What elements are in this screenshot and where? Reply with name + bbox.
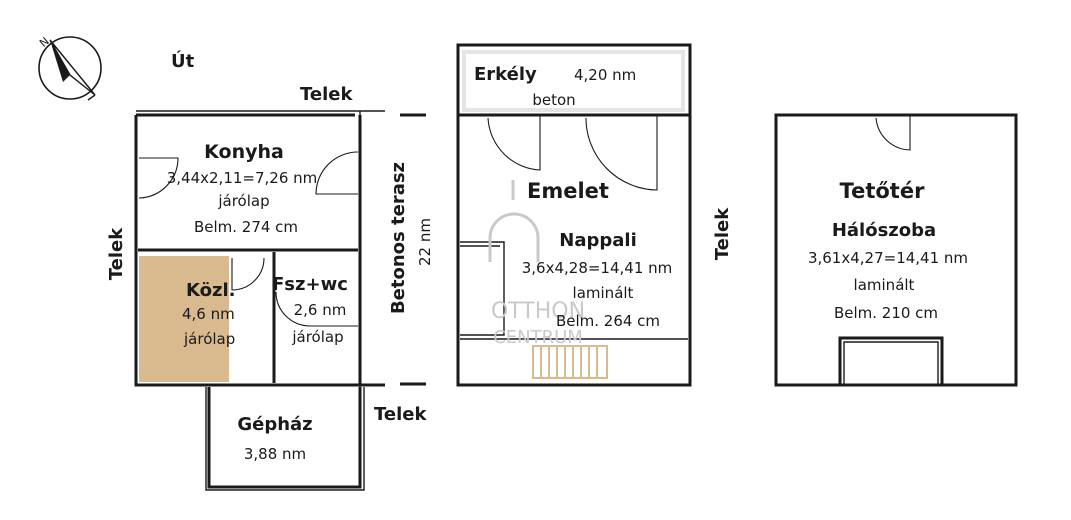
attic-title: Tetőtér <box>840 179 926 203</box>
attic-plan: Tetőtér Hálószoba 3,61x4,27=14,41 nm lam… <box>774 113 1018 387</box>
ground-floor-plan: Konyha 3,44x2,11=7,26 nm járólap Belm. 2… <box>134 110 434 491</box>
plot-label-left: Telek <box>106 227 127 280</box>
bedroom-height: Belm. 210 cm <box>834 304 938 322</box>
attic-door-arc <box>875 115 911 151</box>
machine-room-outline <box>205 387 365 491</box>
balcony-inner <box>466 54 681 108</box>
hall-area: 4,6 nm <box>182 305 235 323</box>
hall-door-arc <box>231 257 265 291</box>
machine-room-walls <box>207 387 362 489</box>
plot-label-right: Telek <box>712 207 733 260</box>
living-floor: laminált <box>573 284 634 302</box>
bedroom-name: Hálószoba <box>832 220 936 241</box>
balcony-walls <box>456 43 692 115</box>
balcony-floor: beton <box>532 91 575 109</box>
terrace-title: Betonos terasz <box>388 162 409 314</box>
balcony-door-right <box>585 115 658 191</box>
attic-stair-inner <box>843 341 939 385</box>
ground-stair <box>139 256 229 382</box>
compass-icon: N <box>37 35 102 101</box>
bath-area: 2,6 nm <box>294 301 347 319</box>
upper-stair-icon <box>532 345 608 379</box>
terrace-area: 22 nm <box>416 218 434 266</box>
balcony-area: 4,20 nm <box>574 66 636 84</box>
terrace-marks <box>400 113 426 386</box>
upper-outer-walls <box>456 113 692 387</box>
compass-north-label: N <box>37 35 52 50</box>
upper-stair-void <box>460 241 505 336</box>
upper-floor-plan: OTTHON CENTRUM Erkély 4,20 nm beton Emel… <box>456 43 692 387</box>
bath-name: Fsz+wc <box>272 274 348 295</box>
attic-stair-opening <box>838 336 944 385</box>
living-name: Nappali <box>559 230 636 251</box>
attic-outer-walls <box>774 113 1018 387</box>
kitchen-name: Konyha <box>204 141 284 163</box>
ground-wall-lines <box>136 110 385 389</box>
bath-door-arc <box>275 291 358 327</box>
hall-name: Közl. <box>186 280 235 301</box>
watermark-logo: OTTHON CENTRUM <box>488 180 585 348</box>
watermark-line1: OTTHON <box>491 299 585 324</box>
kitchen-door-arc <box>138 157 179 199</box>
balcony-door-left <box>487 115 541 171</box>
watermark-line2: CENTRUM <box>493 327 583 348</box>
hall-floor: járólap <box>183 330 235 348</box>
kitchen-height: Belm. 274 cm <box>194 218 298 236</box>
plot-label-top: Telek <box>300 84 353 105</box>
living-height: Belm. 264 cm <box>556 312 660 330</box>
kitchen-dims: 3,44x2,11=7,26 nm <box>167 169 318 187</box>
terrace-door-arc <box>315 151 359 195</box>
bath-floor: járólap <box>291 328 343 346</box>
kitchen-floor: járólap <box>217 192 269 210</box>
living-dims: 3,6x4,28=14,41 nm <box>522 259 673 277</box>
bedroom-floor: laminált <box>854 276 915 294</box>
machine-room-name: Gépház <box>237 414 312 435</box>
upper-floor-title: Emelet <box>527 179 609 203</box>
bedroom-dims: 3,61x4,27=14,41 nm <box>808 249 968 267</box>
road-label: Út <box>171 50 195 72</box>
machine-room-area: 3,88 nm <box>244 445 306 463</box>
plot-label-bottom: Telek <box>374 404 427 425</box>
balcony-name: Erkély <box>474 64 537 85</box>
